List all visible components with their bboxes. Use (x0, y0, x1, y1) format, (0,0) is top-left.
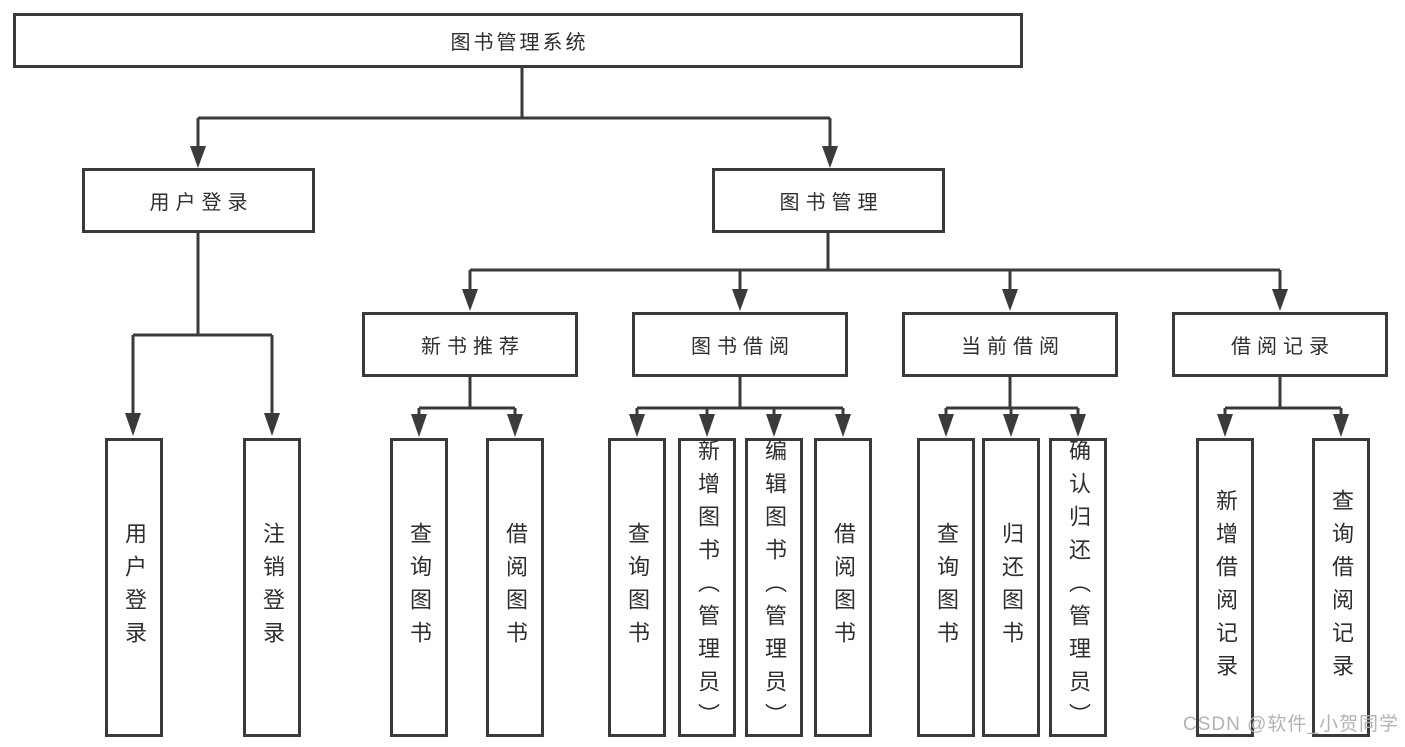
leaf-label: 查询图书 (934, 521, 959, 654)
leaf-edit-book-admin: 编辑图书（管理员） (745, 438, 803, 737)
node-label: 当前借阅 (961, 336, 1065, 358)
leaf-query-books-current: 查询图书 (917, 438, 975, 737)
node-book-borrowing: 图书借阅 (632, 312, 848, 377)
leaf-return-book: 归还图书 (982, 438, 1040, 737)
node-new-book-recommend: 新书推荐 (362, 312, 578, 377)
leaf-label: 借阅图书 (503, 521, 528, 654)
leaf-add-book-admin: 新增图书（管理员） (678, 438, 736, 737)
leaf-borrow-books-borrowing: 借阅图书 (814, 438, 872, 737)
leaf-query-books-borrowing: 查询图书 (608, 438, 666, 737)
node-current-borrowing: 当前借阅 (902, 312, 1118, 377)
leaf-label: 新增借阅记录 (1213, 488, 1238, 687)
leaf-borrow-books-recommend: 借阅图书 (486, 438, 544, 737)
arrowheads (125, 146, 1349, 437)
csdn-watermark: CSDN @软件_小贺同学 (1183, 714, 1399, 735)
node-book-management-system: 图书管理系统 (13, 13, 1023, 68)
node-label: 图书借阅 (691, 336, 795, 358)
leaf-confirm-return-admin: 确认归还（管理员） (1049, 438, 1107, 737)
node-borrowing-records: 借阅记录 (1172, 312, 1388, 377)
leaf-label: 新增图书（管理员） (695, 439, 720, 736)
leaf-label: 注销登录 (260, 521, 285, 654)
leaf-label: 确认归还（管理员） (1066, 439, 1091, 736)
node-label: 图书管理 (779, 192, 884, 214)
node-label: 新书推荐 (421, 336, 525, 358)
leaf-label: 归还图书 (999, 521, 1024, 654)
node-label: 图书管理系统 (450, 32, 589, 54)
leaf-label: 编辑图书（管理员） (762, 439, 787, 736)
leaf-query-books-recommend: 查询图书 (390, 438, 448, 737)
node-label: 用户登录 (149, 192, 254, 214)
leaf-logout: 注销登录 (243, 438, 301, 737)
leaf-label: 查询图书 (407, 521, 432, 654)
leaf-label: 查询图书 (625, 521, 650, 654)
node-book-management: 图书管理 (712, 168, 945, 233)
node-user-login: 用户登录 (82, 168, 315, 233)
leaf-user-login: 用户登录 (105, 438, 163, 737)
leaf-label: 查询借阅记录 (1329, 488, 1354, 687)
leaf-add-borrow-record: 新增借阅记录 (1196, 438, 1254, 737)
node-label: 借阅记录 (1231, 336, 1335, 358)
leaf-label: 用户登录 (122, 521, 147, 654)
leaf-label: 借阅图书 (831, 521, 856, 654)
leaf-query-borrow-record: 查询借阅记录 (1312, 438, 1370, 737)
